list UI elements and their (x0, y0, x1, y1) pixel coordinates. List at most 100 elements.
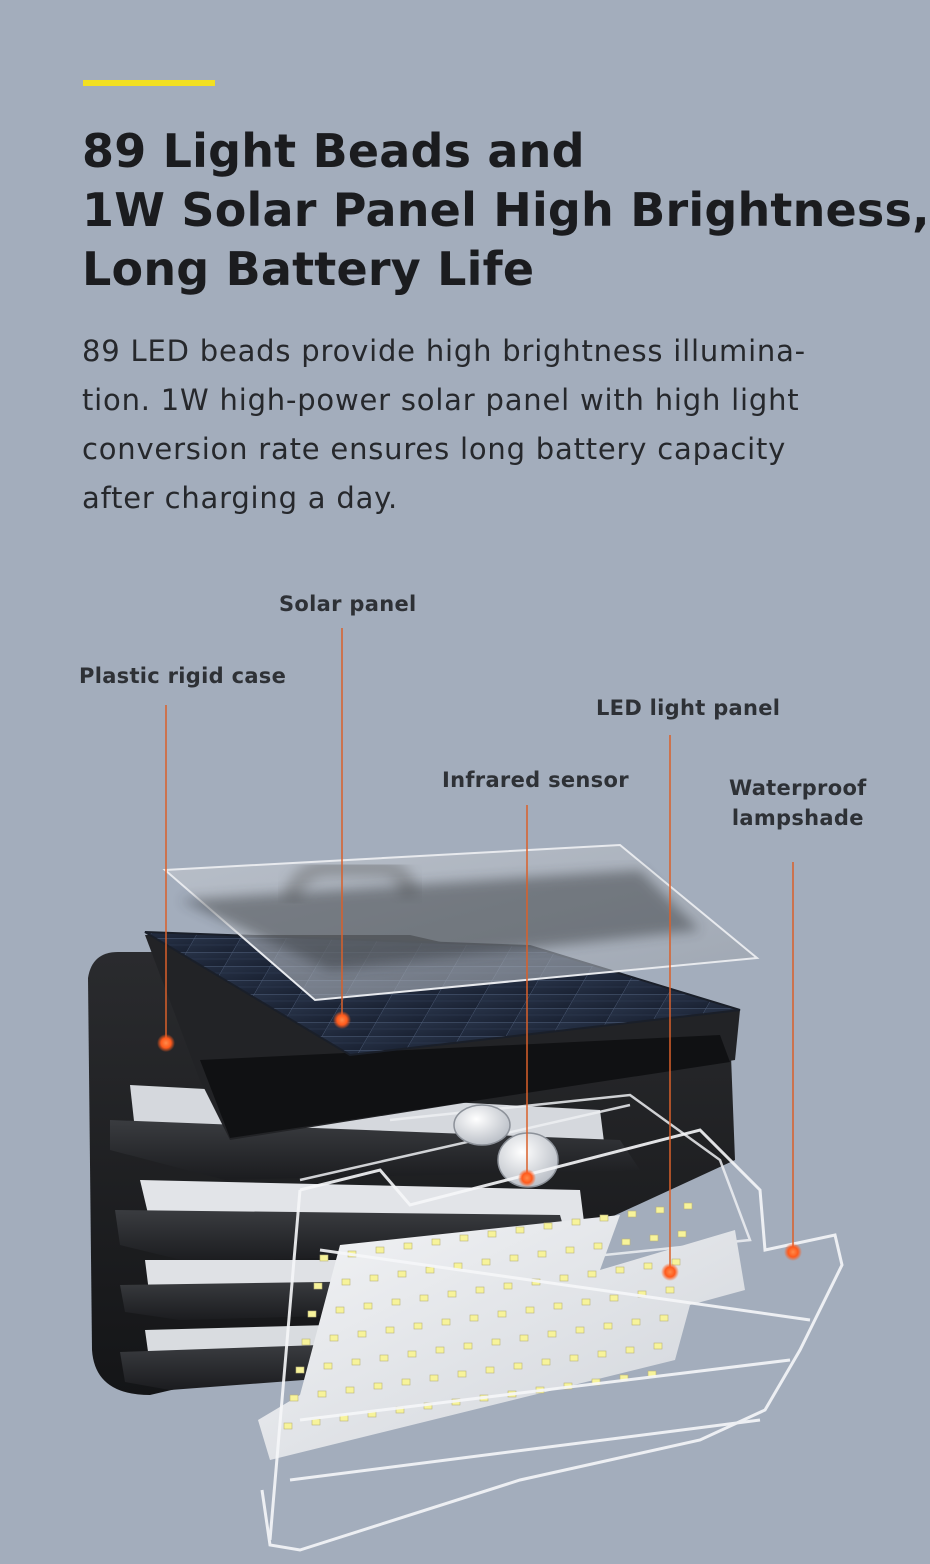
led-bead (571, 1218, 581, 1226)
lampshade-back (299, 1093, 752, 1272)
led-bead (301, 1338, 311, 1346)
led-bead (609, 1294, 619, 1302)
led-bead (655, 1206, 665, 1214)
led-bead (553, 1302, 563, 1310)
led-light-panel (258, 1202, 745, 1460)
marker-plastic-case (157, 1034, 175, 1052)
led-bead (497, 1310, 507, 1318)
led-bead (435, 1346, 445, 1354)
callout-solar-panel: Solar panel (279, 592, 417, 616)
led-bead (385, 1326, 395, 1334)
led-bead (593, 1242, 603, 1250)
led-bead (317, 1390, 327, 1398)
led-bead (401, 1378, 411, 1386)
callout-line: Waterproof (729, 776, 867, 800)
led-bead (375, 1246, 385, 1254)
led-bead (373, 1382, 383, 1390)
led-bead (397, 1270, 407, 1278)
callout-line: lampshade (731, 806, 864, 830)
led-bead (509, 1254, 519, 1262)
led-bead (515, 1226, 525, 1234)
led-bead (475, 1286, 485, 1294)
led-bead (481, 1258, 491, 1266)
led-bead (559, 1274, 569, 1282)
led-bead (683, 1202, 693, 1210)
callout-markers (157, 1011, 802, 1281)
product-exploded-view (88, 628, 844, 1552)
led-bead (419, 1294, 429, 1302)
led-bead (597, 1350, 607, 1358)
led-bead (403, 1242, 413, 1250)
led-bead (503, 1282, 513, 1290)
led-bead (313, 1282, 323, 1290)
led-bead (431, 1238, 441, 1246)
led-bead (441, 1318, 451, 1326)
led-bead (537, 1250, 547, 1258)
description: 89 LED beads provide high brightness ill… (82, 327, 882, 523)
led-bead (351, 1358, 361, 1366)
page-title: 89 Light Beads and 1W Solar Panel High B… (82, 122, 930, 299)
led-bead (627, 1210, 637, 1218)
callout-lines (165, 628, 794, 1272)
led-bead (335, 1306, 345, 1314)
led-bead (447, 1290, 457, 1298)
led-bead (357, 1330, 367, 1338)
led-bead (525, 1306, 535, 1314)
marker-waterproof-lampshade (784, 1243, 802, 1261)
led-bead (599, 1214, 609, 1222)
led-bead (295, 1366, 305, 1374)
led-bead (587, 1270, 597, 1278)
callout-infrared-sensor: Infrared sensor (442, 768, 629, 792)
led-bead (625, 1346, 635, 1354)
title-line: 89 Light Beads and (82, 124, 585, 178)
led-bead (429, 1374, 439, 1382)
waterproof-lampshade (260, 1128, 844, 1552)
led-bead (391, 1298, 401, 1306)
infrared-sensor (453, 1104, 559, 1188)
led-bead (631, 1318, 641, 1326)
led-bead (341, 1278, 351, 1286)
led-bead (425, 1266, 435, 1274)
description-line: after charging a day. (82, 481, 399, 515)
marker-solar-panel (333, 1011, 351, 1029)
led-bead (369, 1274, 379, 1282)
callout-led-panel: LED light panel (596, 696, 781, 720)
accent-bar (83, 80, 215, 86)
marker-infrared-sensor (518, 1169, 536, 1187)
led-bead (581, 1298, 591, 1306)
led-bead (307, 1310, 317, 1318)
led-bead (487, 1230, 497, 1238)
led-bead (621, 1238, 631, 1246)
led-bead (469, 1314, 479, 1322)
led-bead (329, 1334, 339, 1342)
led-bead (541, 1358, 551, 1366)
led-bead (345, 1386, 355, 1394)
glass-cover (162, 843, 760, 1002)
led-bead (671, 1258, 681, 1266)
led-bead (649, 1234, 659, 1242)
led-bead (615, 1266, 625, 1274)
led-bead (283, 1422, 293, 1430)
description-line: 89 LED beads provide high brightness ill… (82, 334, 806, 368)
led-bead (311, 1418, 321, 1426)
title-line: Long Battery Life (82, 242, 535, 296)
led-bead (569, 1354, 579, 1362)
callout-plastic-case: Plastic rigid case (79, 664, 287, 688)
description-line: conversion rate ensures long battery cap… (82, 432, 787, 466)
led-bead (319, 1254, 329, 1262)
led-bead (379, 1354, 389, 1362)
led-bead (513, 1362, 523, 1370)
led-bead (603, 1322, 613, 1330)
led-bead (289, 1394, 299, 1402)
led-bead (575, 1326, 585, 1334)
led-bead (665, 1286, 675, 1294)
title-line: 1W Solar Panel High Brightness, (82, 183, 930, 237)
led-bead (413, 1322, 423, 1330)
led-bead (565, 1246, 575, 1254)
led-bead (457, 1370, 467, 1378)
led-bead (363, 1302, 373, 1310)
led-bead (677, 1230, 687, 1238)
led-bead (323, 1362, 333, 1370)
led-bead (459, 1234, 469, 1242)
callout-waterproof-lampshade: Waterproof lampshade (729, 773, 867, 833)
